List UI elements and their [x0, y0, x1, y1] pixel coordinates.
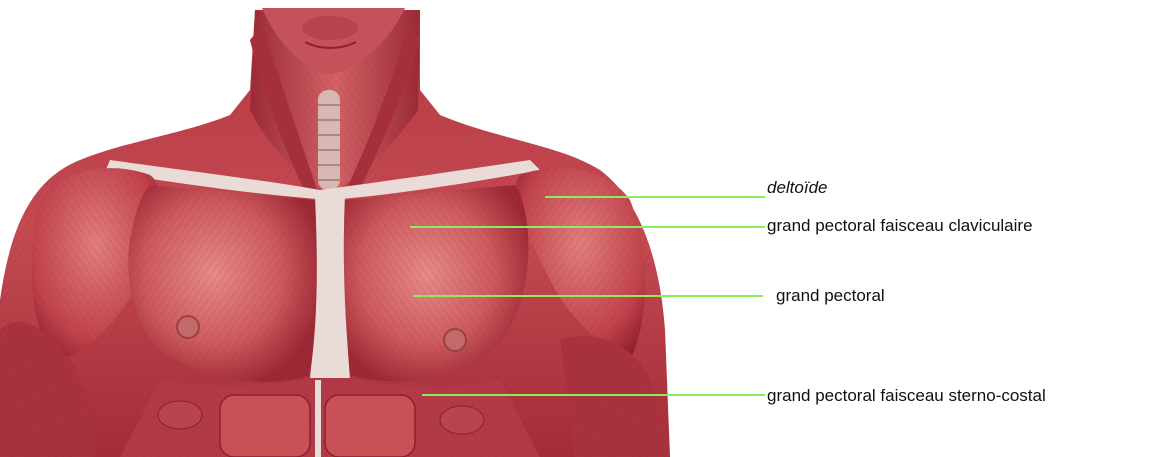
label-deltoide: deltoïde — [767, 178, 828, 198]
label-grand-pectoral-sterno-costal: grand pectoral faisceau sterno-costal — [767, 386, 1046, 406]
label-grand-pectoral: grand pectoral — [776, 286, 885, 306]
label-grand-pectoral-claviculaire: grand pectoral faisceau claviculaire — [767, 216, 1033, 236]
nipple-left — [177, 316, 199, 338]
nipple-right — [444, 329, 466, 351]
